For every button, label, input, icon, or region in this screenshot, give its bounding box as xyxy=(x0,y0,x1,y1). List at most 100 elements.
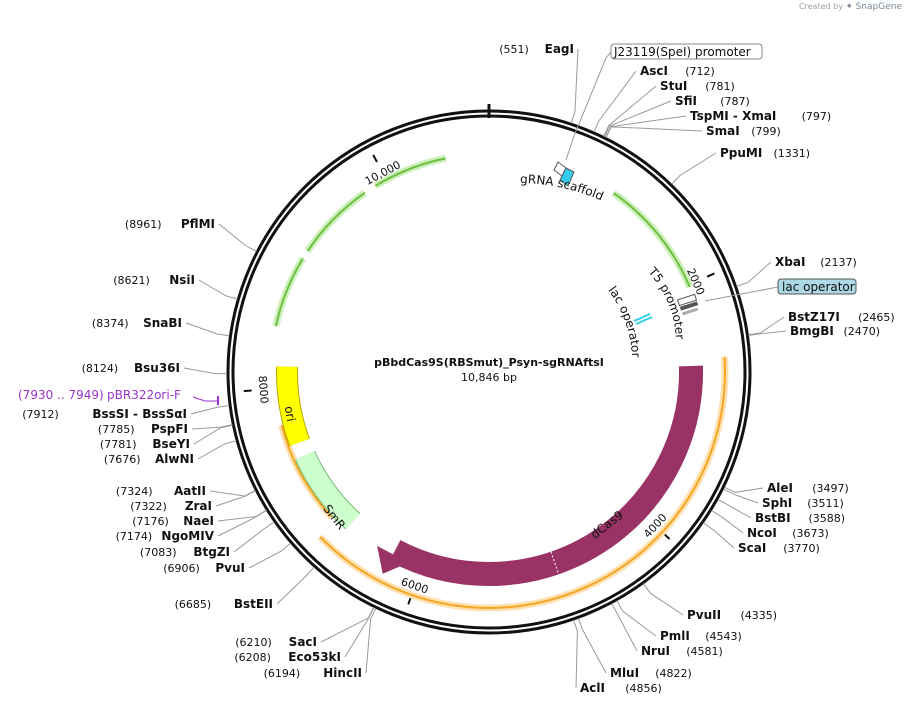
site-leader xyxy=(736,261,772,287)
site-bseyi: BseYI(7781) xyxy=(100,424,233,451)
site-sphi: SphI (3511) xyxy=(723,488,844,510)
site-leader xyxy=(276,566,315,605)
dcas9-arrowhead xyxy=(377,545,409,574)
grna-scaffold-glyph xyxy=(553,161,575,187)
site-pos: (712) xyxy=(685,65,715,78)
site-leader xyxy=(191,424,233,430)
primer-pbr322ori-f: (7930 .. 7949) pBR322ori-F xyxy=(18,388,219,405)
site-leader xyxy=(183,367,228,375)
green-arc-4 xyxy=(274,257,304,327)
site-name: NcoI xyxy=(747,526,777,540)
plasmid-size: 10,846 bp xyxy=(461,371,517,384)
site-pos: (7324) xyxy=(116,485,153,498)
site-leader xyxy=(593,70,637,133)
site-leader xyxy=(603,100,672,137)
grna-scaffold-label: gRNA scaffold xyxy=(520,172,606,203)
site-leader xyxy=(711,510,744,534)
primer-range: (7930 .. 7949) xyxy=(18,388,104,402)
site-name: ZraI xyxy=(185,499,212,513)
site-pos: (797) xyxy=(802,110,832,123)
site-name: NaeI xyxy=(183,514,214,528)
site-pos: (4335) xyxy=(741,609,778,622)
site-pos: (4822) xyxy=(655,667,692,680)
snapgene-logo-icon: ✦ xyxy=(845,2,854,12)
site-name: MluI xyxy=(610,666,639,680)
site-name: ScaI xyxy=(738,541,766,555)
site-pos: (6685) xyxy=(175,598,212,611)
site-leader xyxy=(724,486,764,493)
site-acli: AclI(4856) xyxy=(573,619,662,695)
site-mlui: MluI (4822) xyxy=(577,618,692,680)
site-aatii: AatII (7324) xyxy=(116,484,256,498)
site-leader xyxy=(643,583,684,616)
ori-arc xyxy=(277,366,310,446)
site-pos: (7676) xyxy=(104,453,141,466)
green-arc-3-halo xyxy=(304,189,367,253)
site-name: SfiI xyxy=(675,94,697,108)
site-pos: (7174) xyxy=(116,530,153,543)
site-name: PvuII xyxy=(687,608,721,622)
site-pos: (3511) xyxy=(807,497,844,510)
site-pos: (781) xyxy=(705,80,735,93)
site-name: AclI xyxy=(580,681,605,695)
site-pos: (551) xyxy=(499,43,529,56)
site-smai: SmaI(799) xyxy=(605,124,781,138)
site-leader xyxy=(217,509,267,522)
site-name: BstBI xyxy=(755,511,791,525)
site-bmgbi: BmgBI(2470) xyxy=(748,324,880,338)
site-name: PspFI xyxy=(151,422,188,436)
site-leader xyxy=(723,488,759,504)
site-leader xyxy=(605,126,703,138)
credit-brand: SnapGene xyxy=(855,2,902,12)
site-leader xyxy=(748,316,785,336)
site-pos: (787) xyxy=(720,95,750,108)
green-arc-1 xyxy=(613,192,691,288)
site-name: SphI xyxy=(762,496,792,510)
site-leader xyxy=(190,405,230,415)
tick-mark-3 xyxy=(243,389,252,393)
site-scai: ScaI(3770) xyxy=(702,522,820,555)
site-sfii: SfiI (787) xyxy=(603,94,750,137)
site-bsssi-bsss-i: BssSI - BssSαI(7912) xyxy=(22,405,230,421)
site-pvuii: PvuII (4335) xyxy=(643,583,778,622)
site-leader xyxy=(248,542,291,569)
site-pos: (3497) xyxy=(812,482,849,495)
t5-promoter-glyph xyxy=(676,293,699,316)
site-name: BseYI xyxy=(152,437,190,451)
site-name: AleI xyxy=(767,481,793,495)
site-pos: (3673) xyxy=(792,527,829,540)
site-leader xyxy=(209,490,256,497)
site-name: SmaI xyxy=(706,124,740,138)
site-pos: (4581) xyxy=(686,645,723,658)
site-pos: (3588) xyxy=(809,512,846,525)
site-leader xyxy=(197,440,237,460)
site-xbai: XbaI(2137) xyxy=(736,255,857,287)
site-pos: (2470) xyxy=(844,325,881,338)
site-name: AlwNI xyxy=(155,452,194,466)
site-pos: (6208) xyxy=(234,651,271,664)
site-stui: StuI(781) xyxy=(603,79,735,137)
site-bstbi: BstBI (3588) xyxy=(717,498,846,525)
site-name: HincII xyxy=(323,666,362,680)
site-pos: (1331) xyxy=(774,147,811,160)
site-leader xyxy=(233,521,275,553)
j23119-promoter-text: J23119(SpeI) promoter xyxy=(613,45,751,59)
site-name: PmlI xyxy=(660,629,690,643)
site-pos: (6210) xyxy=(235,636,272,649)
site-leader xyxy=(603,85,657,137)
site-leader xyxy=(577,618,607,674)
site-pos: (8124) xyxy=(82,362,119,375)
site-leader xyxy=(198,279,238,300)
site-leader xyxy=(671,152,717,185)
site-eagi: EagI (551) xyxy=(499,42,579,124)
site-name: AatII xyxy=(174,484,206,498)
site-pmli: PmlI(4543) xyxy=(616,600,742,643)
site-name: EagI xyxy=(545,42,574,56)
site-name: Eco53kI xyxy=(288,650,341,664)
dcas9-arc xyxy=(389,365,703,586)
site-name: SnaBI xyxy=(143,316,182,330)
site-leader xyxy=(702,522,735,549)
site-name: PpuMI xyxy=(720,146,762,160)
